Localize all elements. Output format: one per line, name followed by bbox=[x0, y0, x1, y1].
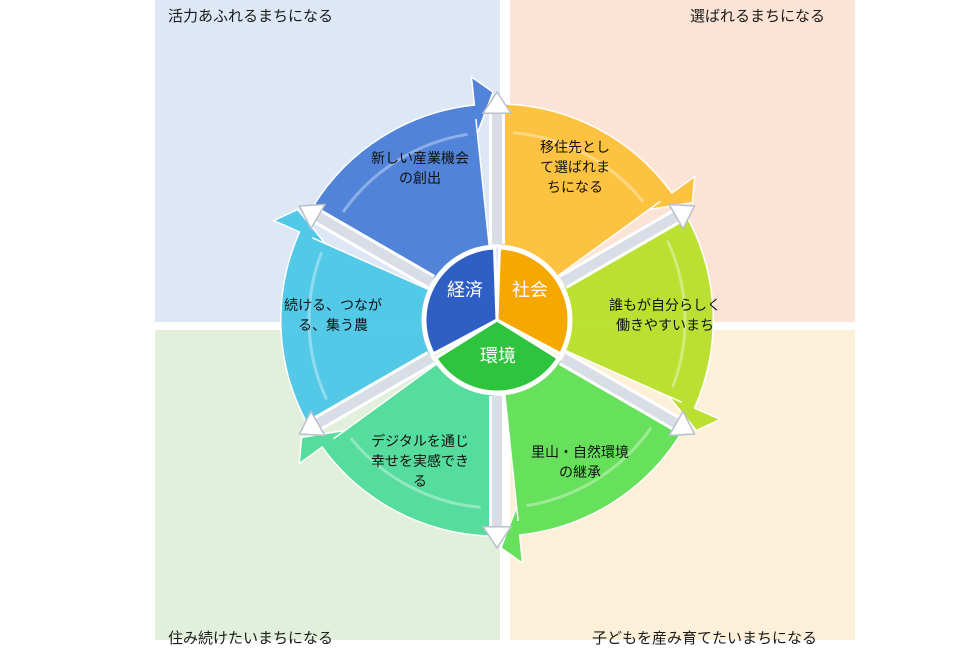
hub-society-label: 社会 bbox=[512, 280, 548, 301]
segment-line: る、集う農 bbox=[298, 318, 368, 334]
hub-economy bbox=[423, 246, 499, 356]
segment-line: デジタルを通じ bbox=[371, 434, 469, 450]
segment-new-industry-text: 新しい産業機会 の創出 bbox=[345, 149, 495, 189]
segment-line: 働きやすいまち bbox=[616, 318, 714, 334]
segment-line: の継承 bbox=[559, 465, 601, 481]
divider-arrow-core bbox=[560, 353, 679, 428]
segment-line: 幸せを実感でき bbox=[371, 454, 469, 470]
segment-satoyama bbox=[496, 318, 682, 565]
segment-work-style-text: 誰もが自分らしく 働きやすいまち bbox=[585, 296, 745, 336]
segment-line: 移住先とし bbox=[540, 140, 610, 156]
segment-line: て選ばれま bbox=[540, 160, 610, 176]
segment-digital-text: デジタルを通じ 幸せを実感でき る bbox=[345, 432, 495, 492]
segment-work-style-highlight bbox=[666, 239, 687, 388]
divider-arrow-head bbox=[667, 409, 696, 437]
segment-chosen-place-highlight bbox=[513, 131, 645, 203]
segment-line: 里山・自然環境 bbox=[531, 445, 629, 461]
segment-line: 新しい産業機会 bbox=[371, 151, 469, 167]
segment-satoyama-highlight bbox=[526, 426, 653, 508]
segment-line: 続ける、つなが bbox=[284, 298, 382, 314]
segment-line: る bbox=[413, 474, 427, 490]
segment-digital-highlight bbox=[349, 437, 481, 509]
segment-agriculture-text: 続ける、つなが る、集う農 bbox=[258, 296, 408, 336]
divider-arrow-head bbox=[667, 203, 696, 231]
segment-line: の創出 bbox=[399, 171, 441, 187]
segment-agriculture-highlight bbox=[307, 252, 328, 401]
segment-new-industry bbox=[312, 75, 498, 322]
label-vibrant-town: 活力あふれるまちになる bbox=[168, 7, 334, 25]
divider-arrow-core bbox=[315, 353, 434, 428]
divider-arrow-core bbox=[560, 212, 679, 287]
hub-environment bbox=[433, 318, 561, 394]
hub-ring bbox=[421, 244, 573, 396]
label-chosen-town: 選ばれるまちになる bbox=[690, 7, 826, 25]
segment-work-style bbox=[495, 217, 723, 432]
divider-arrow-head bbox=[298, 409, 327, 437]
segment-agriculture bbox=[271, 208, 499, 423]
segment-new-industry-highlight bbox=[341, 132, 468, 214]
segment-line: 誰もが自分らしく bbox=[609, 298, 721, 314]
divider-arrow-head bbox=[481, 90, 513, 114]
hub-society bbox=[495, 246, 571, 356]
hub-environment-label: 環境 bbox=[480, 346, 516, 367]
hub-economy-label: 経済 bbox=[447, 280, 483, 301]
segment-chosen-place-text: 移住先とし て選ばれま ちになる bbox=[510, 138, 640, 198]
divider-arrow-head bbox=[298, 203, 327, 231]
divider-arrow-head bbox=[481, 526, 513, 550]
segment-satoyama-text: 里山・自然環境 の継承 bbox=[505, 443, 655, 483]
segment-line: ちになる bbox=[547, 180, 603, 196]
divider-arrow-core bbox=[315, 212, 434, 287]
